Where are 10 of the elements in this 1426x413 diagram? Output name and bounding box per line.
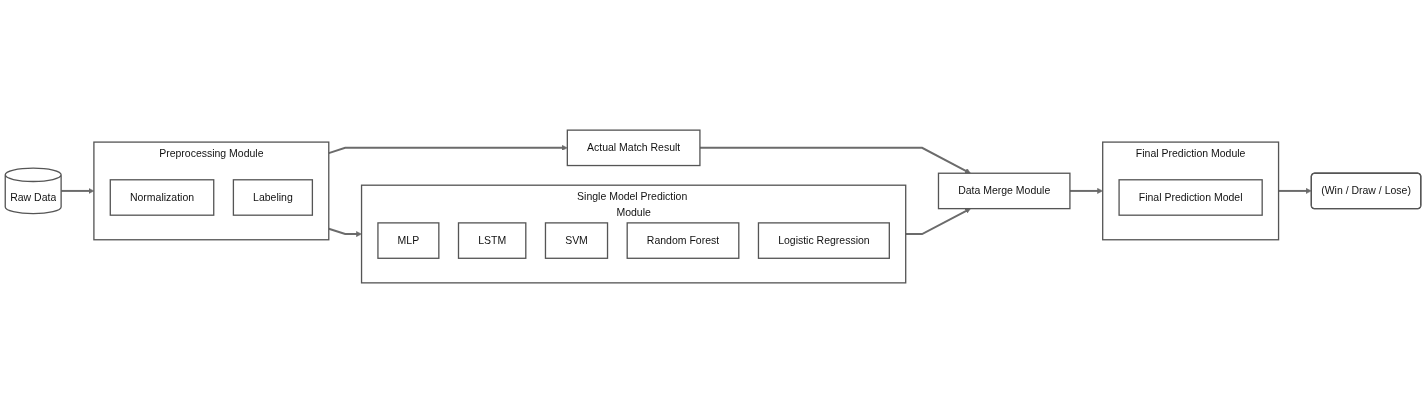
node-box: Labeling bbox=[232, 179, 314, 216]
node-box: LSTM bbox=[457, 222, 527, 259]
node-box: Data Merge Module bbox=[937, 172, 1071, 210]
node-box: Final Prediction Model bbox=[1118, 179, 1263, 216]
node-box: MLP bbox=[377, 222, 440, 259]
node-box: SVM bbox=[544, 222, 609, 259]
node-box: Logistic Regression bbox=[757, 222, 890, 259]
node-box: Normalization bbox=[109, 179, 215, 216]
node-box: Random Forest bbox=[626, 222, 740, 259]
node-box: Actual Match Result bbox=[566, 129, 701, 167]
